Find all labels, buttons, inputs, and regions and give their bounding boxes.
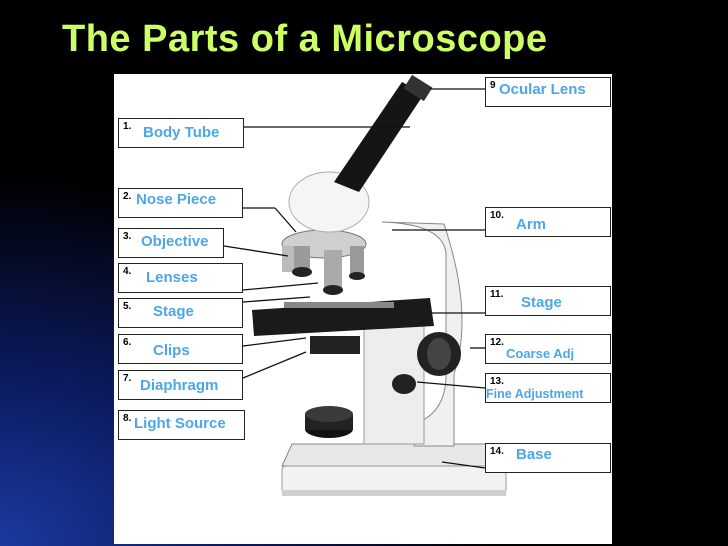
label-box-12: 12. Coarse Adj	[485, 334, 611, 364]
label-box-2: 2. Nose Piece	[118, 188, 243, 218]
label-box-6: 6. Clips	[118, 334, 243, 364]
label-stage-right: Stage	[521, 294, 562, 311]
label-number: 4.	[123, 266, 132, 277]
label-box-14: 14. Base	[485, 443, 611, 473]
label-number: 2.	[123, 191, 132, 202]
label-objective: Objective	[141, 233, 209, 250]
label-box-4: 4. Lenses	[118, 263, 243, 293]
label-ocular-lens: Ocular Lens	[499, 81, 586, 98]
label-number: 11.	[490, 289, 504, 300]
label-box-8: 8. Light Source	[118, 410, 245, 440]
label-stage-left: Stage	[153, 303, 194, 320]
label-light-source: Light Source	[134, 415, 226, 432]
label-box-9: 9 Ocular Lens	[485, 77, 611, 107]
label-base: Base	[516, 446, 552, 463]
label-number: 3.	[123, 231, 132, 242]
label-coarse-adj: Coarse Adj	[506, 346, 575, 361]
label-number: 7.	[123, 373, 132, 384]
label-box-10: 10. Arm	[485, 207, 611, 237]
label-arm: Arm	[516, 216, 547, 233]
label-box-13: 13. Fine Adjustment	[485, 373, 611, 403]
label-box-5: 5. Stage	[118, 298, 243, 328]
label-box-3: 3. Objective	[118, 228, 224, 258]
microscope-illustration	[252, 74, 526, 496]
label-box-11: 11. Stage	[485, 286, 611, 316]
label-clips: Clips	[153, 342, 190, 359]
label-number: 14.	[490, 446, 504, 457]
label-box-7: 7. Diaphragm	[118, 370, 243, 400]
label-number: 10.	[490, 210, 504, 221]
label-diaphragm: Diaphragm	[140, 377, 219, 394]
label-number: 1.	[123, 121, 132, 132]
label-lenses: Lenses	[146, 269, 198, 286]
slide-title: The Parts of a Microscope	[62, 18, 548, 60]
label-number: 12.	[490, 337, 504, 348]
label-number: 6.	[123, 337, 132, 348]
label-number: 9	[490, 80, 496, 91]
label-nose-piece: Nose Piece	[136, 191, 217, 208]
label-number: 8.	[123, 413, 132, 424]
label-body-tube: Body Tube	[143, 124, 220, 141]
label-number: 13.	[490, 376, 504, 387]
label-fine-adjustment: Fine Adjustment	[486, 387, 584, 401]
label-box-1: 1. Body Tube	[118, 118, 244, 148]
label-number: 5.	[123, 301, 132, 312]
